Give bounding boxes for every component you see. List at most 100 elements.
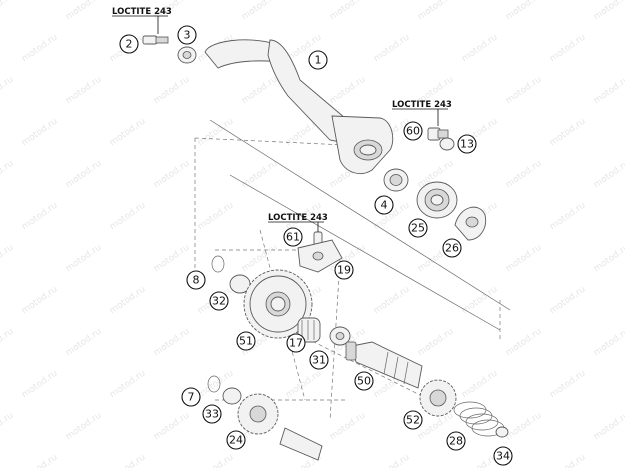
watermark-text: motod.ru [0, 159, 16, 191]
idler-gear-51 [243, 269, 313, 339]
circlip-7 [207, 375, 221, 393]
watermark-text: motod.ru [0, 0, 16, 22]
watermark-text: motod.ru [108, 201, 148, 233]
washer-34 [495, 426, 509, 438]
watermark-text: motod.ru [328, 0, 368, 22]
washer-3-hole [182, 51, 192, 59]
watermark-text: motod.ru [240, 75, 280, 107]
callout-51: 51 [236, 331, 256, 351]
watermark-text: motod.ru [504, 243, 544, 275]
callout-50: 50 [354, 371, 374, 391]
watermark-text: motod.ru [504, 75, 544, 107]
watermark-text: motod.ru [0, 75, 16, 107]
washer-13 [439, 137, 455, 151]
svg-text:61: 61 [286, 231, 300, 244]
watermark-text: motod.ru [64, 411, 104, 443]
loctite-label-1: LOCTITE 243 [112, 7, 172, 34]
watermark-text: motod.ru [416, 327, 456, 359]
svg-text:28: 28 [449, 435, 463, 448]
idler-shaft [279, 427, 323, 461]
watermark-text: motod.ru [64, 0, 104, 22]
callout-1: 1 [308, 50, 328, 70]
watermark-text: motod.ru [240, 159, 280, 191]
watermark-text: motod.ru [548, 453, 588, 468]
callout-25: 25 [408, 218, 428, 238]
watermark-text: motod.ru [152, 243, 192, 275]
screw-2 [142, 35, 169, 45]
svg-text:13: 13 [460, 138, 474, 151]
svg-text:32: 32 [212, 295, 226, 308]
svg-text:34: 34 [496, 450, 510, 463]
callout-33: 33 [202, 404, 222, 424]
svg-text:3: 3 [184, 29, 191, 42]
watermark-text: motod.ru [548, 285, 588, 317]
watermark-text: motod.ru [152, 411, 192, 443]
watermark-text: motod.ru [548, 33, 588, 65]
watermark-text: motod.ru [592, 75, 625, 107]
svg-text:4: 4 [381, 199, 388, 212]
callout-28: 28 [446, 431, 466, 451]
watermark-text: motod.ru [328, 75, 368, 107]
svg-text:31: 31 [312, 354, 326, 367]
svg-text:60: 60 [406, 125, 420, 138]
callout-13: 13 [457, 134, 477, 154]
watermark-text: motod.ru [592, 243, 625, 275]
watermark-text: motod.ru [592, 327, 625, 359]
watermark-text: motod.ru [20, 33, 60, 65]
watermark-text: motod.ru [108, 369, 148, 401]
watermark-text: motod.ru [20, 285, 60, 317]
watermark-text: motod.ru [64, 327, 104, 359]
watermark-text: motod.ru [64, 75, 104, 107]
watermark-text: motod.ru [196, 201, 236, 233]
watermark-text: motod.ru [152, 327, 192, 359]
loctite-label-3: LOCTITE 243 [268, 213, 328, 232]
svg-text:51: 51 [239, 335, 253, 348]
loctite-label-2: LOCTITE 243 [392, 100, 452, 126]
callout-17: 17 [286, 333, 306, 353]
callout-61: 61 [283, 227, 303, 247]
watermark-text: motod.ru [548, 117, 588, 149]
watermark-text: motod.ru [20, 369, 60, 401]
svg-text:1: 1 [315, 54, 322, 67]
callout-8: 8 [186, 270, 206, 290]
svg-text:LOCTITE 243: LOCTITE 243 [392, 100, 452, 110]
watermark-text: motod.ru [20, 117, 60, 149]
watermark-text: motod.ru [20, 201, 60, 233]
kickstarter-lever [204, 39, 394, 174]
watermark-text: motod.ru [152, 159, 192, 191]
watermark-text: motod.ru [504, 411, 544, 443]
svg-text:7: 7 [188, 391, 195, 404]
callout-4: 4 [374, 195, 394, 215]
watermark-text: motod.ru [240, 243, 280, 275]
watermark-text: motod.ru [504, 159, 544, 191]
watermark-text: motod.ru [196, 453, 236, 468]
watermark-text: motod.ru [0, 411, 16, 443]
watermark-text: motod.ru [592, 159, 625, 191]
callout-26: 26 [442, 238, 462, 258]
svg-text:17: 17 [289, 337, 303, 350]
callout-60: 60 [403, 121, 423, 141]
svg-text:8: 8 [193, 274, 200, 287]
watermark-text: motod.ru [0, 327, 16, 359]
stop-plate-26 [454, 206, 487, 241]
watermark-text: motod.ru [372, 285, 412, 317]
watermark-text: motod.ru [460, 33, 500, 65]
watermark-text: motod.ru [416, 0, 456, 22]
watermark-text: motod.ru [108, 285, 148, 317]
watermark-text: motod.ru [240, 0, 280, 22]
svg-text:50: 50 [357, 375, 371, 388]
callout-7: 7 [181, 387, 201, 407]
washer-33 [222, 387, 242, 405]
svg-text:52: 52 [406, 414, 420, 427]
callout-2: 2 [119, 34, 139, 54]
watermark-text: motod.ru [108, 117, 148, 149]
watermark-text: motod.ru [504, 0, 544, 22]
kickstarter-shaft-50 [345, 341, 423, 389]
watermark-text: motod.ru [64, 159, 104, 191]
watermark-text: motod.ru [0, 243, 16, 275]
callout-19: 19 [334, 260, 354, 280]
watermark-text: motod.ru [460, 285, 500, 317]
ratchet-25 [416, 181, 458, 219]
